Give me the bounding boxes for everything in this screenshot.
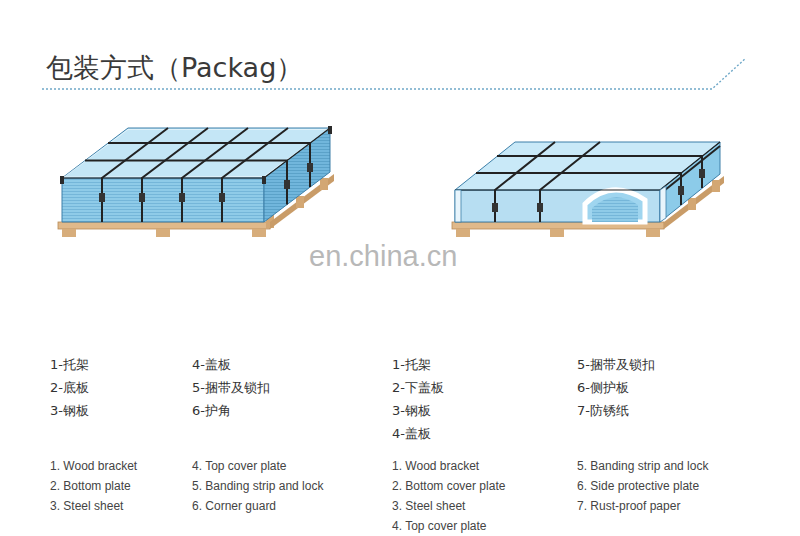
side-protective-plates — [455, 186, 666, 222]
rust-proof-paper-cutaway — [585, 190, 645, 222]
part-label: 5-捆带及锁扣 — [192, 379, 270, 397]
part-label: 7-防锈纸 — [577, 402, 629, 420]
part-label-en: 4. Top cover plate — [192, 459, 287, 473]
left-strap-locks — [99, 163, 313, 202]
part-label: 3-钢板 — [392, 402, 431, 420]
watermark: en.china.cn — [309, 240, 457, 273]
part-label: 2-底板 — [50, 379, 89, 397]
part-label-en: 6. Corner guard — [192, 499, 276, 513]
part-label: 2-下盖板 — [392, 379, 444, 397]
part-label: 1-托架 — [392, 356, 431, 374]
part-label-en: 2. Bottom plate — [50, 479, 131, 493]
part-label: 5-捆带及锁扣 — [577, 356, 655, 374]
left-steel-stack — [62, 128, 330, 222]
part-label-en: 5. Banding strip and lock — [577, 459, 708, 473]
part-label-en: 3. Steel sheet — [50, 499, 123, 513]
part-label: 1-托架 — [50, 356, 89, 374]
part-label: 4-盖板 — [392, 425, 431, 443]
part-label-en: 1. Wood bracket — [392, 459, 479, 473]
part-label: 6-护角 — [192, 402, 231, 420]
part-label-en: 5. Banding strip and lock — [192, 479, 323, 493]
left-corner-guards — [60, 126, 332, 184]
part-label: 4-盖板 — [192, 356, 231, 374]
part-label: 3-钢板 — [50, 402, 89, 420]
right-banding-straps — [455, 142, 720, 222]
right-steel-stack — [455, 142, 720, 222]
part-label: 6-侧护板 — [577, 379, 629, 397]
left-banding-straps — [62, 128, 330, 222]
part-label-en: 3. Steel sheet — [392, 499, 465, 513]
part-label-en: 4. Top cover plate — [392, 519, 487, 533]
part-label-en: 1. Wood bracket — [50, 459, 137, 473]
right-strap-locks — [492, 169, 705, 212]
part-label-en: 2. Bottom cover plate — [392, 479, 505, 493]
page-title: 包装方式（Packag） — [46, 50, 303, 86]
part-label-en: 6. Side protective plate — [577, 479, 699, 493]
part-label-en: 7. Rust-proof paper — [577, 499, 680, 513]
